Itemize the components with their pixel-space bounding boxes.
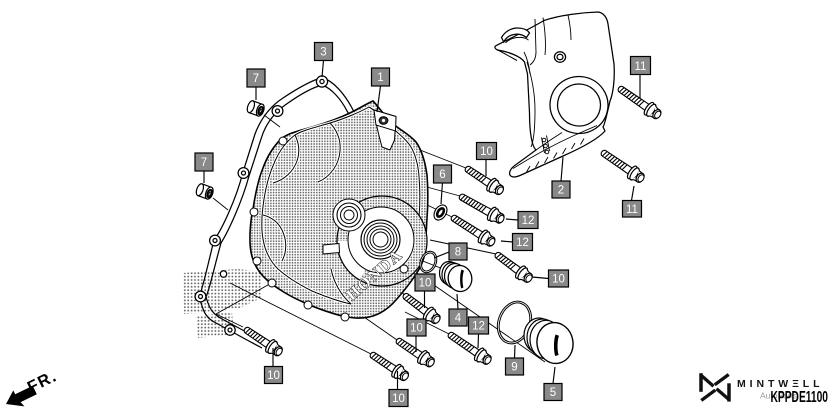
svg-text:12: 12	[522, 215, 535, 227]
svg-text:MINTWΞLL: MINTWΞLL	[737, 378, 820, 390]
svg-text:6: 6	[439, 169, 445, 181]
svg-text:10: 10	[392, 393, 405, 405]
svg-text:12: 12	[472, 321, 485, 333]
svg-text:AutoParts: AutoParts	[760, 391, 797, 401]
svg-text:1: 1	[377, 72, 383, 84]
svg-text:10: 10	[552, 274, 565, 286]
svg-text:10: 10	[410, 323, 423, 335]
svg-text:8: 8	[455, 247, 461, 259]
svg-text:5: 5	[550, 387, 556, 399]
svg-text:FR.: FR.	[25, 367, 61, 397]
svg-text:KPPDE1100: KPPDE1100	[771, 389, 829, 406]
svg-text:9: 9	[511, 362, 517, 374]
svg-text:7: 7	[201, 157, 207, 169]
svg-text:10: 10	[267, 370, 280, 382]
svg-text:4: 4	[455, 313, 462, 325]
svg-text:3: 3	[320, 47, 326, 59]
svg-text:11: 11	[626, 204, 638, 216]
svg-text:2: 2	[558, 185, 564, 197]
svg-text:10: 10	[480, 146, 493, 158]
svg-text:7: 7	[253, 73, 259, 85]
svg-text:12: 12	[516, 237, 529, 249]
svg-text:11: 11	[635, 61, 647, 73]
svg-text:10: 10	[419, 278, 432, 290]
